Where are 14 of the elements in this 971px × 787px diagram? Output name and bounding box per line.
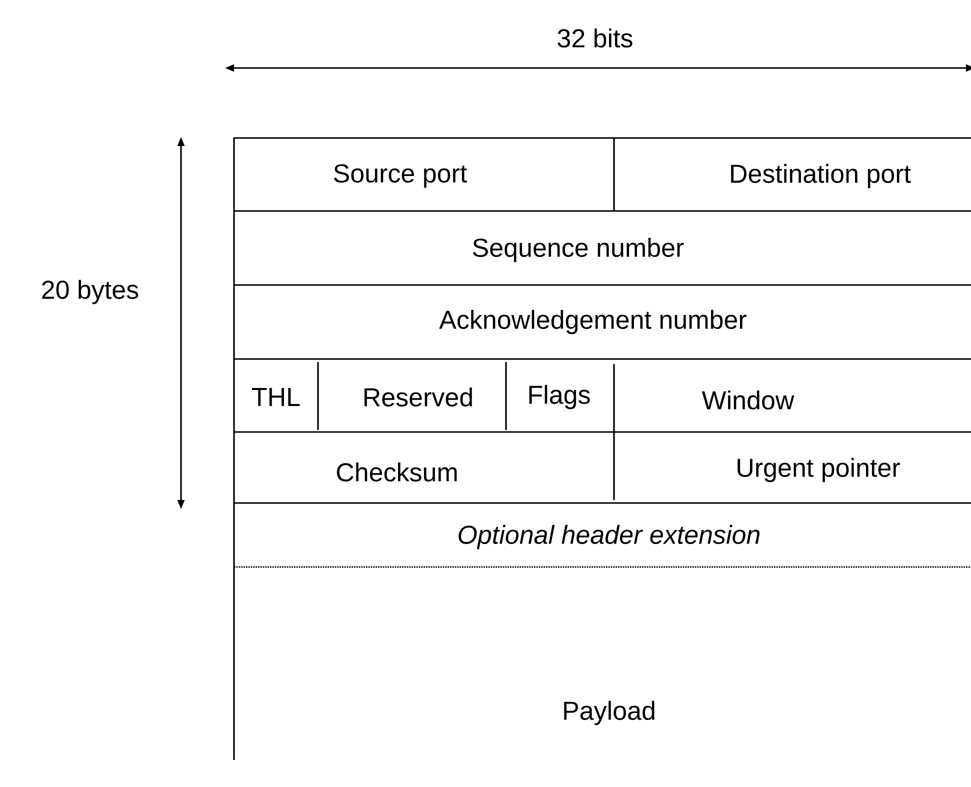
dimension-label: 20 bytes	[42, 280, 138, 304]
field-label: Source port	[334, 164, 467, 188]
field-label: Flags	[529, 384, 590, 410]
field-label: THL	[252, 388, 300, 406]
field-label: Optional header extension	[458, 524, 760, 550]
field-label: Checksum	[336, 462, 457, 482]
field-label: Sequence number	[472, 238, 684, 262]
field-label: Reserved	[364, 387, 472, 407]
field-label: Payload	[564, 700, 654, 726]
field-label: Urgent pointer	[738, 458, 900, 482]
field-label: Window	[702, 390, 794, 410]
field-label: Destination port	[731, 164, 911, 188]
field-label: Acknowledgement number	[439, 310, 746, 334]
dimension-label: 32 bits	[558, 28, 632, 48]
